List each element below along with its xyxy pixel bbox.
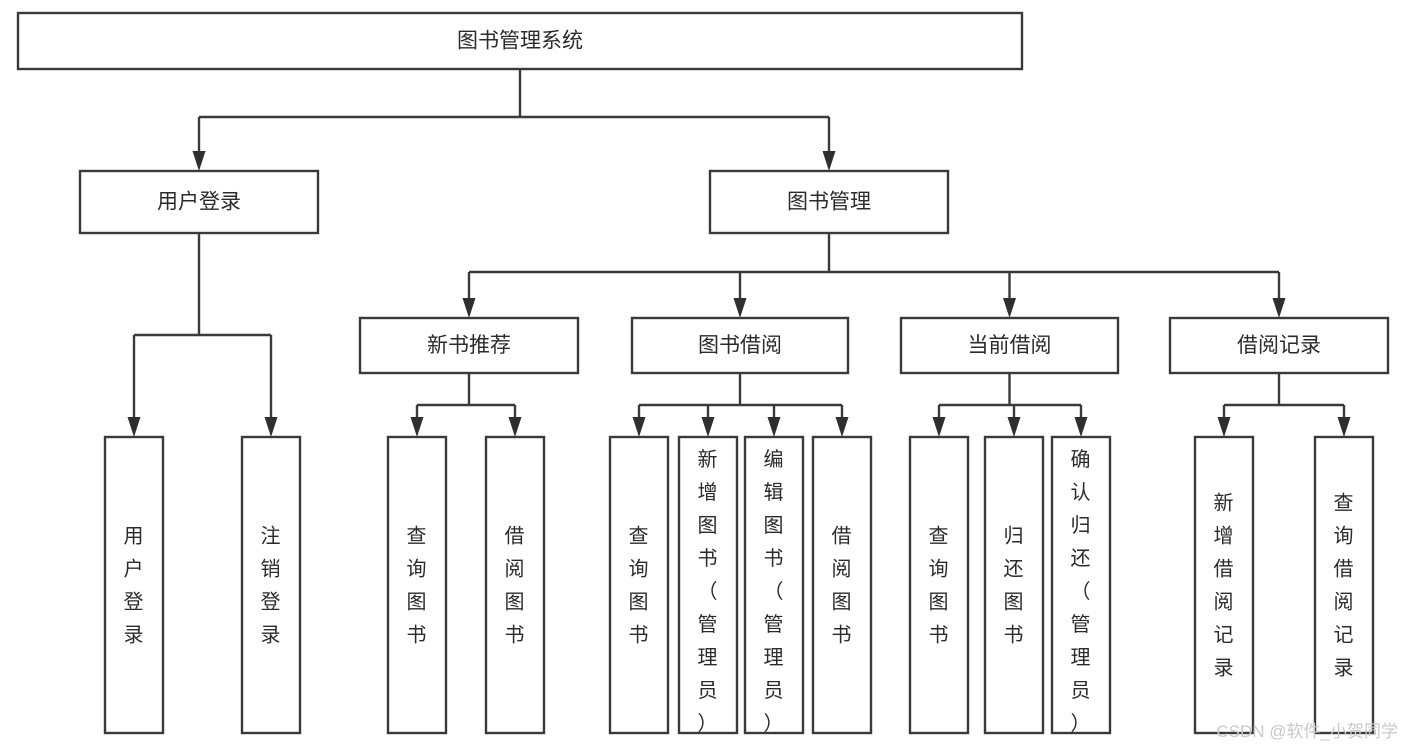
node-box-leaf-query-book-2[interactable] (608, 435, 670, 735)
node-label-book-borrow: 图书借阅 (698, 334, 782, 357)
node-borrow-record[interactable]: 借阅记录 (1168, 316, 1390, 375)
node-label-book-manage: 图书管理 (787, 191, 871, 214)
node-label-leaf-query-book-3: 查询图书 (929, 525, 950, 647)
node-label-leaf-user-login: 用户登录 (124, 526, 145, 647)
node-layer: 图书管理系统用户登录图书管理新书推荐图书借阅当前借阅借阅记录用户登录注销登录查询… (16, 11, 1390, 735)
node-box-leaf-add-record[interactable] (1193, 435, 1255, 735)
edge-group-book-borrow (632, 373, 849, 437)
node-label-root: 图书管理系统 (457, 30, 583, 53)
node-leaf-logout[interactable]: 注销登录 (240, 435, 302, 735)
node-label-borrow-record: 借阅记录 (1237, 334, 1321, 357)
node-leaf-add-book[interactable]: 新增图书（管理员） (677, 435, 739, 735)
node-box-leaf-borrow-book-1[interactable] (484, 435, 546, 735)
node-label-new-book-rec: 新书推荐 (427, 334, 511, 357)
node-box-user-login[interactable] (78, 169, 320, 235)
node-leaf-add-record[interactable]: 新增借阅记录 (1193, 435, 1255, 735)
node-label-leaf-query-book-1: 查询图书 (407, 525, 428, 647)
node-label-leaf-borrow-book-1: 借阅图书 (505, 525, 526, 647)
node-leaf-user-login[interactable]: 用户登录 (103, 435, 165, 735)
node-label-leaf-return-book: 归还图书 (1004, 525, 1025, 647)
node-label-user-login: 用户登录 (157, 191, 241, 214)
node-leaf-query-book-2[interactable]: 查询图书 (608, 435, 670, 735)
node-box-book-borrow[interactable] (630, 316, 850, 375)
node-leaf-query-book-1[interactable]: 查询图书 (386, 435, 448, 735)
node-box-borrow-record[interactable] (1168, 316, 1390, 375)
node-label-leaf-edit-book: 编辑图书（管理员） (764, 448, 785, 735)
node-current-borrow[interactable]: 当前借阅 (899, 316, 1120, 375)
node-label-current-borrow: 当前借阅 (968, 334, 1052, 357)
node-leaf-query-book-3[interactable]: 查询图书 (908, 435, 970, 735)
node-box-leaf-return-book[interactable] (983, 435, 1045, 735)
connector-layer (127, 69, 1351, 437)
node-box-leaf-user-login[interactable] (103, 435, 165, 735)
node-box-leaf-query-book-3[interactable] (908, 435, 970, 735)
node-label-leaf-query-record: 查询借阅记录 (1334, 492, 1355, 680)
node-box-book-manage[interactable] (708, 169, 950, 235)
node-box-current-borrow[interactable] (899, 316, 1120, 375)
node-box-leaf-query-book-1[interactable] (386, 435, 448, 735)
node-book-manage[interactable]: 图书管理 (708, 169, 950, 235)
node-label-leaf-borrow-book-2: 借阅图书 (832, 525, 853, 647)
node-box-leaf-edit-book[interactable] (743, 435, 805, 735)
node-label-leaf-confirm-return: 确认归还（管理员） (1071, 448, 1092, 735)
node-book-borrow[interactable]: 图书借阅 (630, 316, 850, 375)
node-leaf-confirm-return[interactable]: 确认归还（管理员） (1050, 435, 1112, 735)
node-box-leaf-add-book[interactable] (677, 435, 739, 735)
node-box-leaf-confirm-return[interactable] (1050, 435, 1112, 735)
node-label-leaf-add-book: 新增图书（管理员） (698, 448, 719, 735)
node-leaf-return-book[interactable]: 归还图书 (983, 435, 1045, 735)
edge-group-current-borrow (932, 373, 1088, 437)
node-root[interactable]: 图书管理系统 (16, 11, 1024, 71)
edge-group-user-login (127, 233, 278, 437)
node-new-book-rec[interactable]: 新书推荐 (358, 316, 580, 375)
node-box-new-book-rec[interactable] (358, 316, 580, 375)
edge-group-new-book-rec (410, 373, 522, 437)
node-box-root[interactable] (16, 11, 1024, 71)
node-leaf-query-record[interactable]: 查询借阅记录 (1313, 435, 1375, 735)
node-box-leaf-logout[interactable] (240, 435, 302, 735)
node-box-leaf-query-record[interactable] (1313, 435, 1375, 735)
node-user-login[interactable]: 用户登录 (78, 169, 320, 235)
node-box-leaf-borrow-book-2[interactable] (811, 435, 873, 735)
node-leaf-edit-book[interactable]: 编辑图书（管理员） (743, 435, 805, 735)
edge-group-root (192, 69, 836, 171)
csdn-watermark: CSDN @软件_小贺同学 (1216, 722, 1398, 741)
edge-group-book-manage (462, 233, 1286, 318)
node-label-leaf-query-book-2: 查询图书 (629, 525, 650, 647)
node-leaf-borrow-book-1[interactable]: 借阅图书 (484, 435, 546, 735)
node-label-leaf-logout: 注销登录 (261, 525, 282, 647)
node-leaf-borrow-book-2[interactable]: 借阅图书 (811, 435, 873, 735)
node-label-leaf-add-record: 新增借阅记录 (1214, 492, 1235, 680)
edge-group-borrow-record (1217, 373, 1351, 437)
